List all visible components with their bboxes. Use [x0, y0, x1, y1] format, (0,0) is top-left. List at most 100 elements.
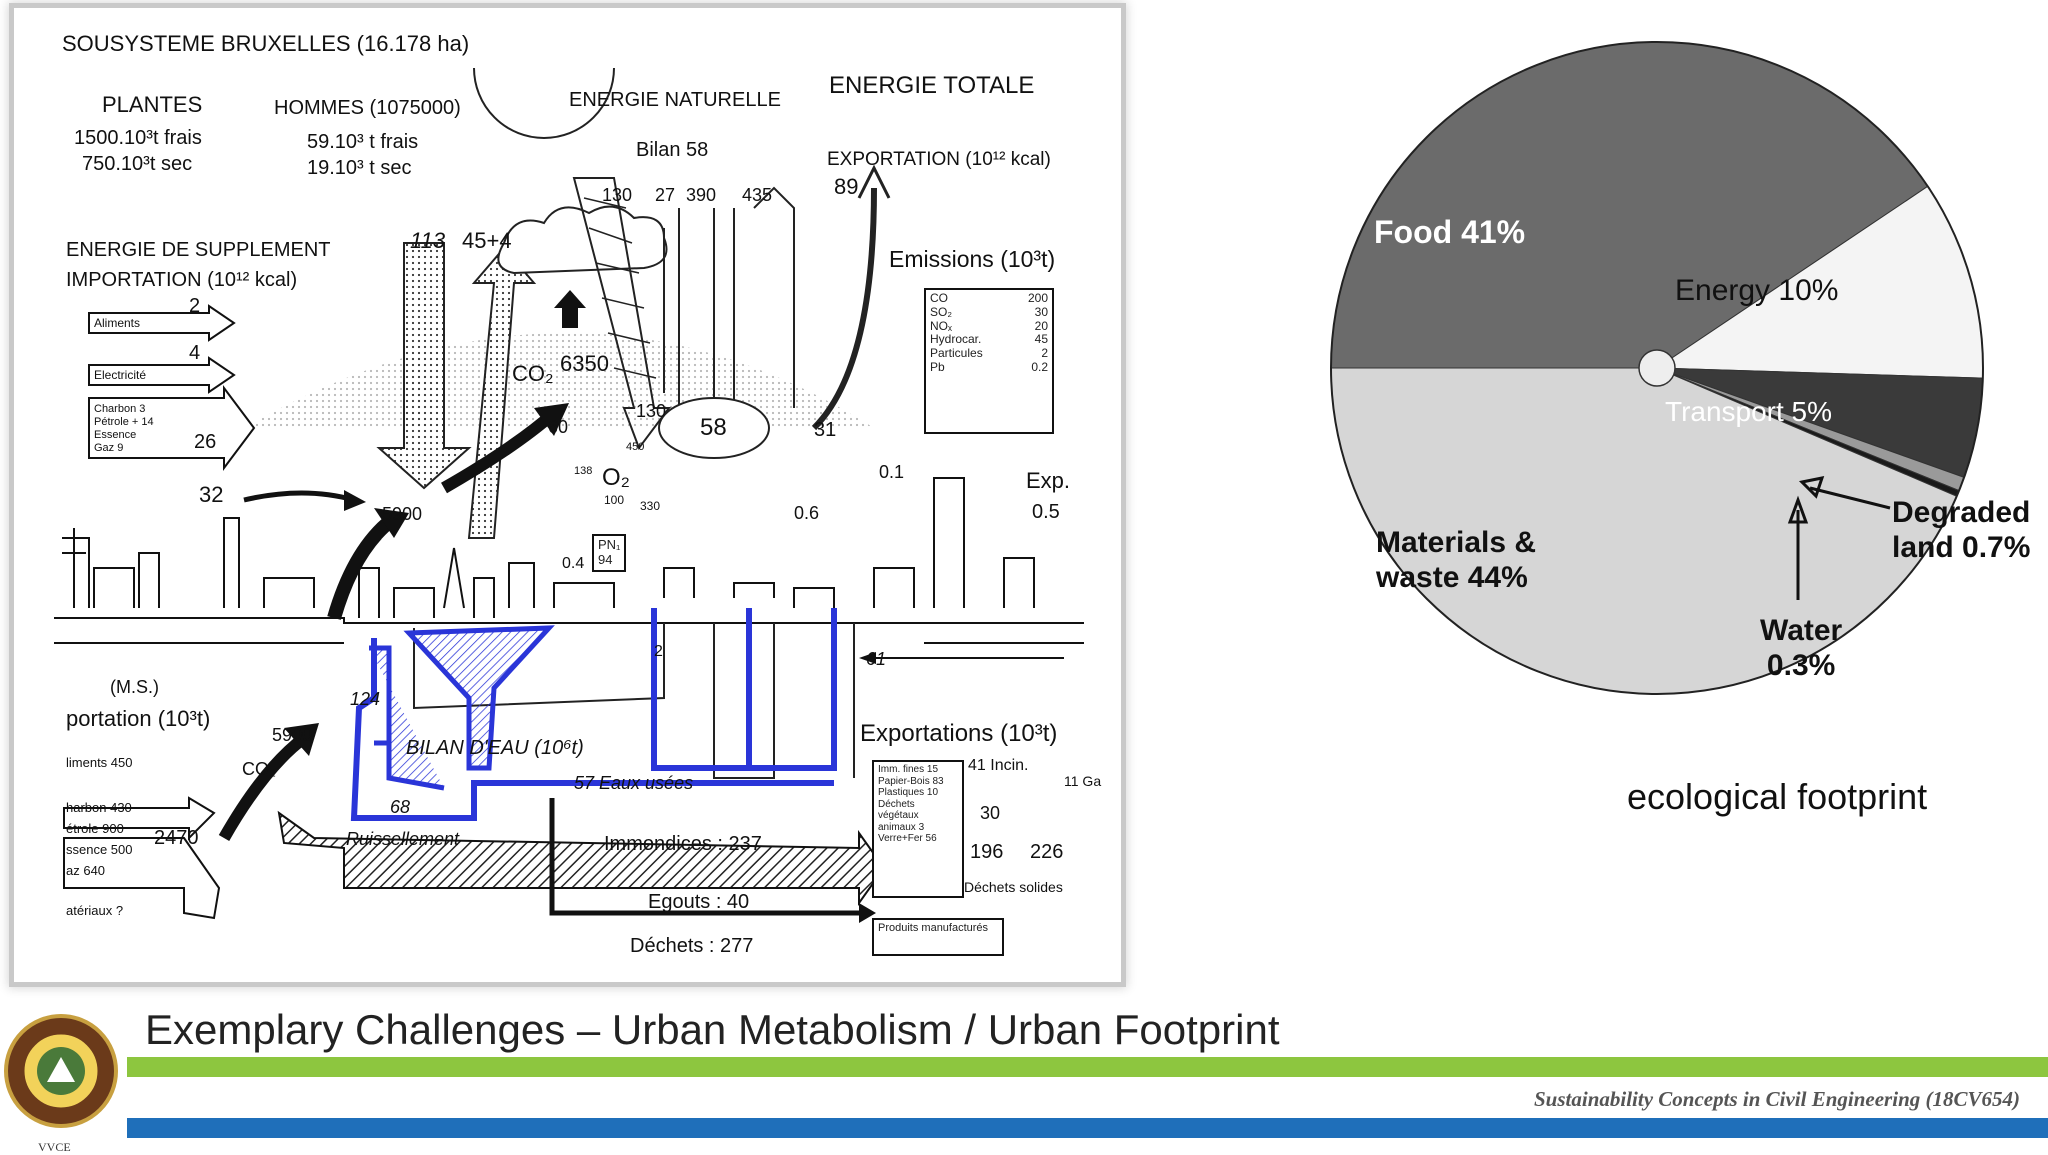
- urban-metabolism-figure: SOUSYSTEME BRUXELLES (16.178 ha) PLANTES…: [14, 8, 1121, 982]
- pie-label-materials-line1: Materials &: [1376, 526, 1537, 559]
- pie-label-degraded-line2: land 0.7%: [1892, 530, 2031, 564]
- water-arrowhead: [1787, 495, 1809, 524]
- pie-label-transport: Transport 5%: [1665, 396, 1833, 427]
- flow-130b: 130: [636, 401, 667, 421]
- flow-exp-val: 0.5: [1032, 501, 1060, 523]
- co2-low: CO₂: [242, 759, 276, 779]
- flow-45: 45+4: [462, 228, 512, 253]
- export-row-3: Déchets végétaux animaux 3: [878, 798, 925, 833]
- plantes-line1: 1500.10³t frais: [74, 127, 202, 149]
- footprint-pie-panel: Food 41% Energy 10% Transport 5% Materia…: [1150, 0, 2048, 960]
- fuel-3: Gaz 9: [94, 442, 124, 454]
- export-row-1: Papier-Bois 83: [878, 775, 944, 787]
- flow-31: 31: [814, 419, 837, 441]
- import-ms-2: étrole 900: [66, 821, 124, 836]
- emission-row: Hydrocar.45: [930, 333, 1048, 347]
- flow-04: 0.4: [562, 555, 585, 572]
- emission-key: NOₓ: [930, 318, 952, 333]
- emission-value: 200: [1027, 291, 1048, 305]
- flow-5900-low: 5900: [272, 725, 313, 745]
- flow-01: 0.1: [879, 462, 905, 482]
- bilan-eau: BILAN D'EAU (10⁶t): [406, 737, 584, 759]
- plantes-line2: 750.10³t sec: [82, 153, 193, 175]
- energie-naturelle: ENERGIE NATURELLE: [569, 89, 781, 111]
- pie-label-water-line1: Water: [1760, 614, 1843, 647]
- hommes-heading: HOMMES (1075000): [274, 97, 461, 119]
- exportation-energy: EXPORTATION (10¹² kcal): [827, 149, 1051, 170]
- flow-196: 196: [970, 841, 1004, 863]
- flow-124: 124: [350, 689, 381, 709]
- pie-label-energy: Energy 10%: [1675, 274, 1839, 307]
- degraded-arrowhead: [1798, 476, 1825, 499]
- figure-drawing: [54, 67, 1084, 923]
- pie-label-degraded: Degraded land 0.7%: [1892, 496, 2030, 565]
- cloud-top: [497, 205, 668, 275]
- egouts: Egouts : 40: [648, 891, 750, 913]
- flow-co2: CO₂: [512, 361, 554, 386]
- pie-outline: [1330, 41, 1984, 695]
- flow-61: 61: [866, 649, 887, 669]
- flow-58: 58: [700, 414, 727, 441]
- produits-box: Produits manufacturés: [872, 918, 1004, 956]
- import-label-1: Electricité: [94, 368, 147, 382]
- lattice-arrow: [572, 177, 671, 451]
- import-label-0: Aliments: [94, 316, 141, 330]
- produits-label: Produits manufacturés: [878, 922, 989, 934]
- hommes-line2: 19.10³ t sec: [307, 157, 412, 179]
- emission-value: 0.2: [1031, 359, 1048, 374]
- flow-06: 0.6: [794, 503, 820, 523]
- importation-ms: portation (10³t): [66, 706, 211, 731]
- water-pipes: [651, 608, 837, 771]
- supplement-line2: IMPORTATION (10¹² kcal): [66, 269, 298, 291]
- water-funnel: [403, 625, 555, 771]
- accent-bar-green: [127, 1057, 2048, 1077]
- pie-label-degraded-line1: Degraded: [1892, 496, 2031, 529]
- exportations-heading: Exportations (10³t): [860, 720, 1058, 747]
- flow-5900: 5900: [382, 504, 423, 524]
- export-row-0: Imm. fines 15: [878, 764, 939, 775]
- degraded-pointer: [1809, 486, 1891, 510]
- import-ms-total: 2470: [154, 827, 199, 849]
- pie-label-materials-line2: waste 44%: [1376, 560, 1528, 594]
- emission-value: 20: [1034, 318, 1048, 333]
- immondices: Immondices : 237: [604, 833, 762, 855]
- flow-113: 113: [410, 228, 446, 253]
- emission-row: NOₓ 20: [930, 318, 1048, 334]
- flow-o2: O₂: [602, 464, 630, 491]
- emission-value: 30: [1034, 304, 1048, 319]
- export-row-4: Verre+Fer 56: [878, 833, 937, 844]
- fuel-0: Charbon 3: [94, 403, 146, 415]
- cloud-58: [658, 397, 770, 459]
- pie-label-food: Food 41%: [1374, 214, 1526, 250]
- export-table: Imm. fines 15 Papier-Bois 83 Plastiques …: [872, 760, 964, 898]
- hommes-line1: 59.10³ t frais: [307, 131, 419, 153]
- flow-exp: Exp.: [1026, 468, 1071, 493]
- plantes-heading: PLANTES: [102, 92, 203, 117]
- import-ms-4: az 640: [66, 863, 106, 878]
- logo-subtitle: VVCE: [38, 1140, 71, 1154]
- flow-100: 100: [604, 493, 625, 507]
- immondices-arrow: [277, 810, 886, 907]
- supplement-line1: ENERGIE DE SUPPLEMENT: [66, 239, 331, 261]
- import-value-0: 2: [189, 295, 201, 317]
- dechets-solides: Déchets solides: [964, 879, 1063, 895]
- flow-130a: 130: [602, 185, 633, 205]
- accent-bar-blue: [127, 1118, 2048, 1138]
- energie-totale: ENERGIE TOTALE: [829, 72, 1035, 99]
- pn-value: 94: [598, 551, 613, 567]
- pie-label-water-line2: 0.3%: [1766, 648, 1836, 682]
- pie-label-water: Water 0.3%: [1760, 614, 1842, 683]
- pie-label-materials: Materials & waste 44%: [1376, 526, 1536, 595]
- flow-60: 60: [548, 417, 569, 437]
- bilan-58: Bilan 58: [636, 139, 709, 161]
- fuel-1: Pétrole + 14: [94, 416, 154, 428]
- flow-30: 30: [980, 803, 1001, 823]
- sun-shape: [473, 67, 615, 139]
- dechets: Déchets : 277: [630, 935, 754, 957]
- college-logo: [4, 1014, 118, 1128]
